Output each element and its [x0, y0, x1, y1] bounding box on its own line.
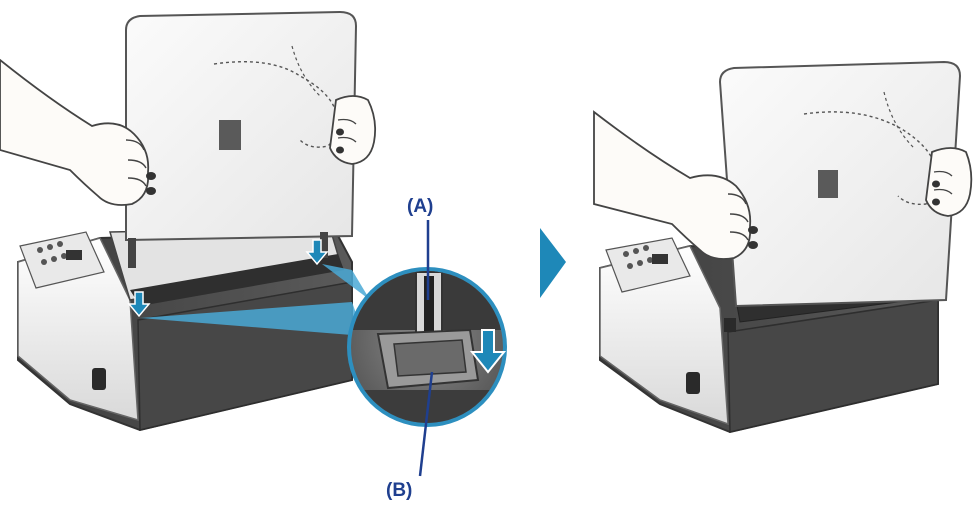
push-down-arrow-icon — [469, 329, 507, 374]
printer-body-right — [599, 237, 939, 434]
label-b-leader-line — [418, 371, 434, 477]
label-b: (B) — [386, 480, 412, 501]
right-hand-right-scene — [925, 147, 973, 217]
left-printer-scene — [0, 10, 377, 432]
document-cover-right — [718, 60, 962, 308]
next-step-arrow-icon — [540, 228, 566, 298]
zoom-callout-beam — [140, 264, 370, 336]
document-cover-left — [125, 10, 358, 268]
right-printer-scene — [593, 60, 973, 434]
left-hand-right-scene — [593, 110, 758, 260]
push-down-arrow-icon — [127, 239, 329, 318]
label-a-callout: (A) — [407, 196, 433, 300]
left-hand-left-scene — [0, 58, 156, 206]
label-b-callout: (B) — [386, 371, 434, 501]
label-a: (A) — [407, 196, 433, 217]
right-hand-left-scene — [329, 95, 377, 165]
